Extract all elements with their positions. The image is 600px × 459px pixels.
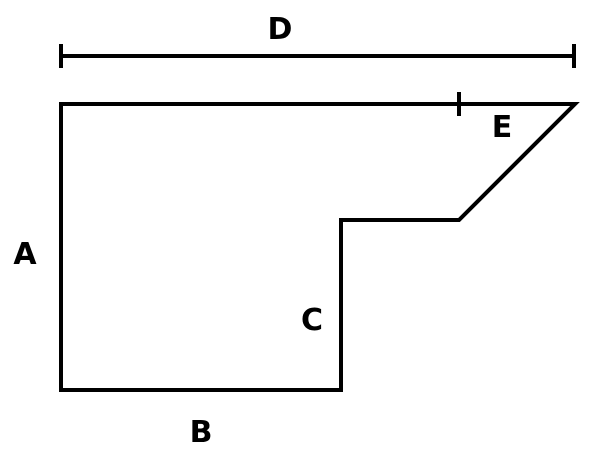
label-e: E: [492, 110, 513, 145]
label-d: D: [268, 12, 293, 47]
label-b: B: [190, 415, 213, 450]
shape-outline: [59, 102, 580, 392]
label-a: A: [13, 237, 37, 272]
label-c: C: [301, 303, 323, 338]
